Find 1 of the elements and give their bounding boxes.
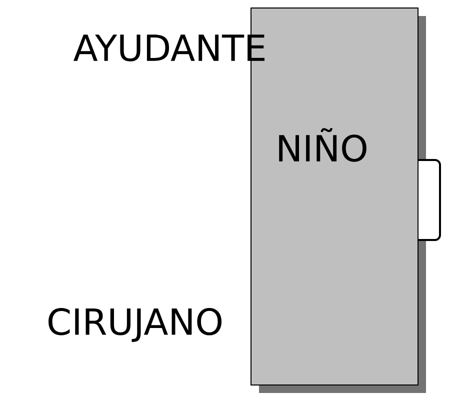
label: CIRUJANO	[48, 308, 222, 342]
